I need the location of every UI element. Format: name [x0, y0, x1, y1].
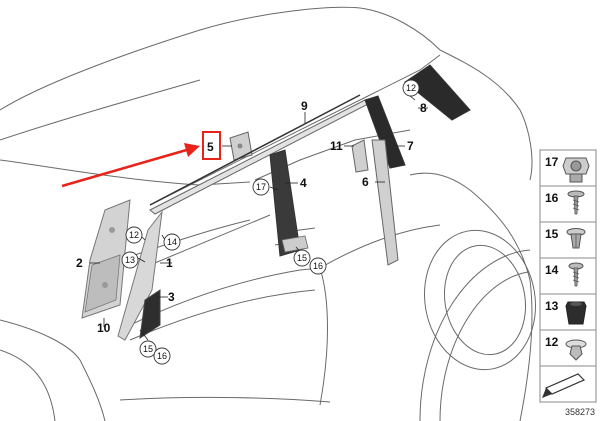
circled-callout-17: 17 — [252, 178, 270, 196]
grommet-icon — [565, 301, 587, 325]
expanding-nut-icon — [562, 157, 590, 183]
part-a-pillar-1 — [117, 210, 163, 341]
diagram-number: 358273 — [565, 407, 595, 417]
legend-label-12: 12 — [545, 335, 559, 349]
callout-10: 10 — [97, 321, 111, 335]
part-pillar-trim-2 — [81, 199, 131, 319]
part-pillar-trim-6 — [371, 139, 399, 266]
part-roof-rail-9 — [149, 94, 372, 215]
svg-text:13: 13 — [125, 255, 135, 265]
svg-text:16: 16 — [313, 261, 323, 271]
callout-7: 7 — [407, 139, 414, 153]
screw-icon — [568, 262, 584, 287]
leader-lines — [90, 95, 428, 341]
car-body-outline — [0, 6, 537, 421]
circled-callout-12: 12 — [402, 79, 420, 97]
circled-callout-16: 16 — [309, 257, 327, 275]
clip-icon — [565, 339, 587, 361]
circled-callout-13: 13 — [121, 251, 139, 269]
legend-label-14: 14 — [545, 263, 559, 277]
callout-1: 1 — [166, 256, 173, 270]
circled-callout-15: 15 — [293, 249, 311, 267]
svg-text:12: 12 — [406, 83, 416, 93]
part-bracket-5 — [229, 131, 253, 161]
expanding-rivet-icon — [566, 228, 586, 249]
circled-callout-16: 16 — [153, 347, 171, 365]
circled-callout-14: 14 — [163, 233, 181, 251]
callout-11: 11 — [330, 139, 343, 153]
circled-callout-15: 15 — [139, 340, 157, 358]
highlight-box — [202, 131, 221, 160]
callout-5: 5 — [207, 140, 214, 154]
part-c-pillar-8 — [404, 64, 471, 121]
callout-6: 6 — [362, 175, 369, 189]
callout-4: 4 — [300, 176, 307, 190]
fastener-legend: 17 16 15 14 13 — [539, 149, 597, 403]
legend-label-16: 16 — [545, 191, 559, 205]
part-b-pillar-4 — [269, 149, 309, 257]
legend-label-13: 13 — [545, 299, 559, 313]
callout-8: 8 — [420, 101, 427, 115]
callout-9: 9 — [301, 99, 308, 113]
callout-2: 2 — [76, 256, 83, 270]
circled-callouts: 12 14 13 15 16 17 15 16 — [121, 79, 420, 365]
svg-text:16: 16 — [157, 351, 167, 361]
assembly-arrow-icon — [542, 373, 586, 398]
svg-text:17: 17 — [256, 182, 266, 192]
legend-label-17: 17 — [545, 155, 559, 169]
legend-label-15: 15 — [545, 227, 559, 241]
circled-callout-12: 12 — [125, 226, 143, 244]
screw-icon — [567, 190, 585, 215]
part-bracket-11 — [351, 139, 369, 173]
svg-text:15: 15 — [297, 253, 307, 263]
svg-text:15: 15 — [143, 344, 153, 354]
svg-text:12: 12 — [129, 230, 139, 240]
red-arrow-annotation — [61, 143, 200, 188]
svg-text:14: 14 — [167, 237, 177, 247]
part-trim-3 — [139, 289, 161, 340]
callout-3: 3 — [168, 290, 175, 304]
callout-labels: 1 2 3 4 5 6 7 8 9 10 11 — [76, 99, 427, 335]
